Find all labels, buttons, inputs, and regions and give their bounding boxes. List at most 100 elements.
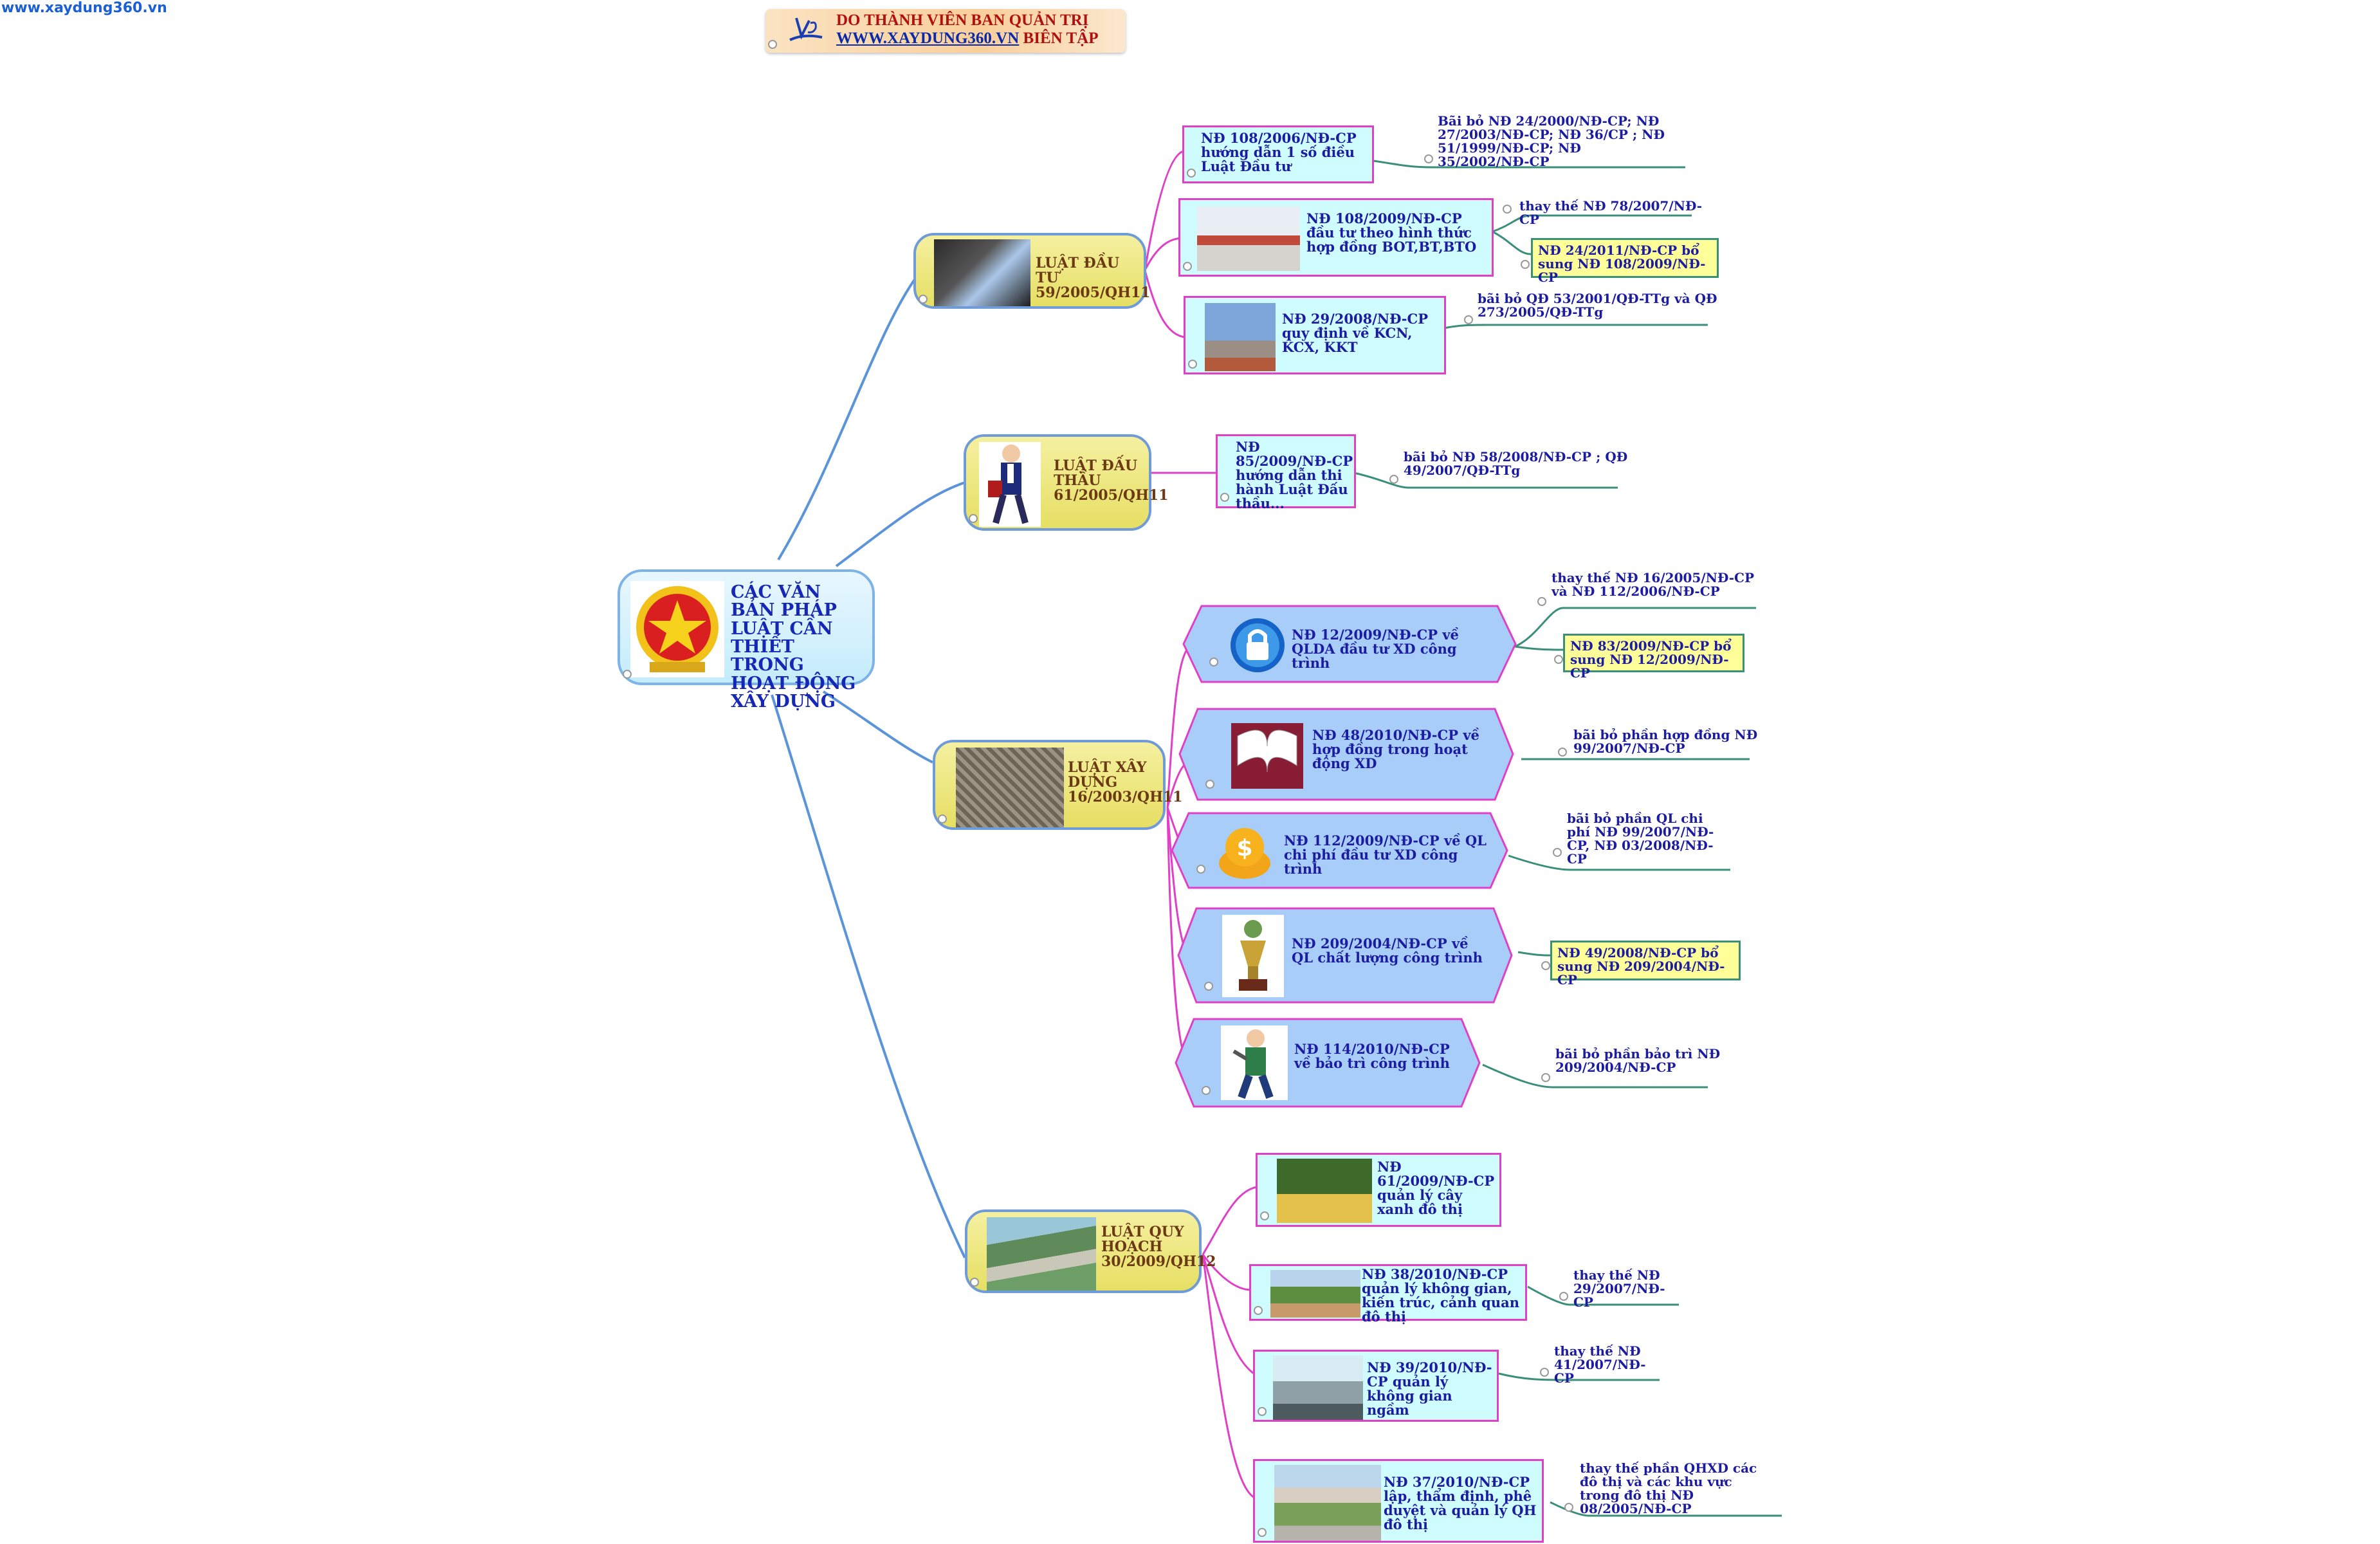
note: bãi bỏ NĐ 58/2008/NĐ-CP ; QĐ 49/2007/QĐ-… <box>1404 449 1628 478</box>
amendment-box[interactable]: NĐ 83/2009/NĐ-CP bổ sung NĐ 12/2009/NĐ-C… <box>1563 634 1744 680</box>
decree-label: NĐ 38/2010/NĐ-CP quản lý không gian, kiế… <box>1362 1266 1519 1325</box>
decree-label: NĐ 61/2009/NĐ-CP quản lý cây xanh đô thị <box>1377 1159 1495 1218</box>
underground-photo <box>1273 1356 1363 1420</box>
note-dot[interactable] <box>1540 1368 1549 1377</box>
money-icon: $ <box>1216 818 1274 883</box>
decree-nd-114-2010[interactable]: NĐ 114/2010/NĐ-CP về bảo trì công trình <box>1175 1018 1481 1108</box>
decree-label: NĐ 108/2006/NĐ-CP hướng dẫn 1 số điều Lu… <box>1201 130 1357 175</box>
law-node-xay-dung[interactable]: LUẬT XÂY DỰNG 16/2003/QH11 <box>933 740 1183 830</box>
decree-nd-12-2009[interactable]: NĐ 12/2009/NĐ-CP về QLDA đầu tư XD công … <box>1182 605 1517 683</box>
note-dot[interactable] <box>1541 1073 1550 1082</box>
decree-dot[interactable] <box>1204 982 1213 991</box>
note-dot[interactable] <box>1424 154 1433 163</box>
book-icon <box>1229 721 1306 791</box>
decree-nd-38-2010[interactable]: NĐ 38/2010/NĐ-CP quản lý không gian, kiế… <box>1249 1264 1527 1325</box>
note: bãi bỏ phần hợp đồng NĐ 99/2007/NĐ-CP <box>1573 727 1758 756</box>
decree-dot[interactable] <box>1258 1528 1267 1537</box>
decree-nd-37-2010[interactable]: NĐ 37/2010/NĐ-CP lập, thẩm định, phê duy… <box>1253 1459 1544 1543</box>
decree-nd-61-2009[interactable]: NĐ 61/2009/NĐ-CP quản lý cây xanh đô thị <box>1256 1153 1501 1227</box>
decree-dot[interactable] <box>1260 1211 1269 1220</box>
amendment-box[interactable]: NĐ 24/2011/NĐ-CP bổ sung NĐ 108/2009/NĐ-… <box>1531 238 1719 284</box>
factory-photo <box>1205 303 1276 371</box>
decree-dot[interactable] <box>1188 360 1197 369</box>
decree-label: NĐ 85/2009/NĐ-CP hướng dẫn thi hành Luật… <box>1236 439 1353 512</box>
trophy-icon <box>1222 915 1284 997</box>
note: thay thế NĐ 16/2005/NĐ-CP và NĐ 112/2006… <box>1552 570 1755 599</box>
note-dot[interactable] <box>1559 1292 1568 1301</box>
note-dot[interactable] <box>1464 315 1473 324</box>
note: thay thế NĐ 29/2007/NĐ-CP <box>1573 1267 1665 1310</box>
banner-line-2: WWW.XAYDUNG360.VN BIÊN TẬP <box>836 30 1099 47</box>
note-dot[interactable] <box>1521 260 1530 269</box>
decree-dot[interactable] <box>1258 1407 1267 1416</box>
law-node-quy-hoach[interactable]: LUẬT QUY HOẠCH 30/2009/QH12 <box>965 1209 1216 1293</box>
village-photo <box>1274 1465 1381 1541</box>
worker-icon <box>1221 1025 1288 1100</box>
amendment-box[interactable]: NĐ 49/2008/NĐ-CP bổ sung NĐ 209/2004/NĐ-… <box>1550 941 1741 987</box>
law-node-dau-tu[interactable]: LUẬT ĐẦU TƯ 59/2005/QH11 <box>913 233 1151 309</box>
decree-label: NĐ 12/2009/NĐ-CP về QLDA đầu tư XD công … <box>1292 627 1459 672</box>
law-dot-dau-tu[interactable] <box>919 295 928 304</box>
landscape-photo <box>1270 1270 1360 1318</box>
decree-dot[interactable] <box>1209 657 1218 666</box>
note-dot[interactable] <box>1553 848 1562 857</box>
decree-nd-48-2010[interactable]: NĐ 48/2010/NĐ-CP về hợp đồng trong hoạt … <box>1178 708 1514 801</box>
decree-nd-108-2006[interactable]: NĐ 108/2006/NĐ-CP hướng dẫn 1 số điều Lu… <box>1182 125 1374 183</box>
decree-dot[interactable] <box>1220 493 1229 502</box>
decree-dot[interactable] <box>1187 169 1196 178</box>
decree-nd-85-2009[interactable]: NĐ 85/2009/NĐ-CP hướng dẫn thi hành Luật… <box>1216 434 1356 512</box>
handshake-photo <box>934 239 1030 306</box>
decree-dot[interactable] <box>1205 780 1214 789</box>
svg-text:$: $ <box>1236 835 1252 861</box>
decree-nd-29-2008[interactable]: NĐ 29/2008/NĐ-CP quy định về KCN, KCX, K… <box>1184 296 1446 374</box>
root-collapse-dot[interactable] <box>623 670 632 679</box>
decree-nd-209-2004[interactable]: NĐ 209/2004/NĐ-CP về QL chất lượng công … <box>1177 907 1513 1004</box>
decree-label: NĐ 114/2010/NĐ-CP về bảo trì công trình <box>1294 1041 1450 1072</box>
site-watermark: www.xaydung360.vn <box>1 0 167 16</box>
note-dot[interactable] <box>1503 205 1512 214</box>
lock-icon <box>1229 616 1286 674</box>
trees-photo <box>1277 1159 1372 1223</box>
decree-label: NĐ 48/2010/NĐ-CP về hợp đồng trong hoạt … <box>1312 727 1479 772</box>
law-dot-quy-hoach[interactable] <box>970 1278 979 1287</box>
decree-dot[interactable] <box>1196 865 1205 874</box>
decree-dot[interactable] <box>1254 1306 1263 1315</box>
banner-collapse-dot[interactable] <box>768 40 777 49</box>
decree-dot[interactable] <box>1183 262 1192 271</box>
decree-label: NĐ 209/2004/NĐ-CP về QL chất lượng công … <box>1292 935 1483 966</box>
banner-line-1: DO THÀNH VIÊN BAN QUẢN TRỊ <box>836 12 1089 29</box>
aerial-city-photo <box>987 1217 1096 1291</box>
note-dot[interactable] <box>1558 748 1567 757</box>
law-label-dau-thau: LUẬT ĐẤU THẦU 61/2005/QH11 <box>1054 457 1169 504</box>
decree-nd-39-2010[interactable]: NĐ 39/2010/NĐ-CP quản lý không gian ngầm <box>1253 1350 1499 1422</box>
note-dot[interactable] <box>1564 1503 1573 1512</box>
note-dot[interactable] <box>1537 597 1546 606</box>
rebar-photo <box>956 748 1064 827</box>
note: bãi bỏ phần QL chi phí NĐ 99/2007/NĐ-CP,… <box>1567 811 1714 867</box>
decree-label: NĐ 108/2009/NĐ-CP đầu tư theo hình thức … <box>1306 210 1477 255</box>
note-dot[interactable] <box>1554 655 1563 664</box>
banner-link[interactable]: WWW.XAYDUNG360.VN <box>836 30 1020 47</box>
note-dot[interactable] <box>1541 961 1550 970</box>
root-node[interactable]: CÁC VĂN BẢN PHÁP LUẬT CẦN THIẾT TRONG HO… <box>618 569 875 711</box>
law-label-dau-tu: LUẬT ĐẦU TƯ 59/2005/QH11 <box>1036 255 1151 302</box>
decree-label: NĐ 29/2008/NĐ-CP quy định về KCN, KCX, K… <box>1282 311 1429 356</box>
law-node-dau-thau[interactable]: LUẬT ĐẤU THẦU 61/2005/QH11 <box>964 434 1169 531</box>
decree-nd-108-2009[interactable]: NĐ 108/2009/NĐ-CP đầu tư theo hình thức … <box>1178 198 1494 277</box>
law-label-xay-dung: LUẬT XÂY DỰNG 16/2003/QH11 <box>1068 759 1183 806</box>
businessman-icon <box>979 442 1041 527</box>
note: bãi bỏ phần bảo trì NĐ 209/2004/NĐ-CP <box>1555 1046 1721 1075</box>
decree-dot[interactable] <box>1202 1086 1211 1095</box>
note-dot[interactable] <box>1389 475 1398 484</box>
law-dot-xay-dung[interactable] <box>938 814 947 823</box>
note: thay thế NĐ 41/2007/NĐ-CP <box>1554 1343 1646 1386</box>
decree-nd-112-2009[interactable]: $ NĐ 112/2009/NĐ-CP về QL chi phí đầu tư… <box>1171 812 1508 889</box>
decree-label: NĐ 39/2010/NĐ-CP quản lý không gian ngầm <box>1367 1359 1492 1419</box>
note: Bãi bỏ NĐ 24/2000/NĐ-CP; NĐ 27/2003/NĐ-C… <box>1438 113 1665 169</box>
decree-label: NĐ 37/2010/NĐ-CP lập, thẩm định, phê duy… <box>1384 1474 1537 1533</box>
note: thay thế NĐ 78/2007/NĐ-CP <box>1519 198 1703 227</box>
law-dot-dau-thau[interactable] <box>969 514 978 523</box>
root-label: CÁC VĂN BẢN PHÁP LUẬT CẦN THIẾT TRONG HO… <box>731 582 856 712</box>
